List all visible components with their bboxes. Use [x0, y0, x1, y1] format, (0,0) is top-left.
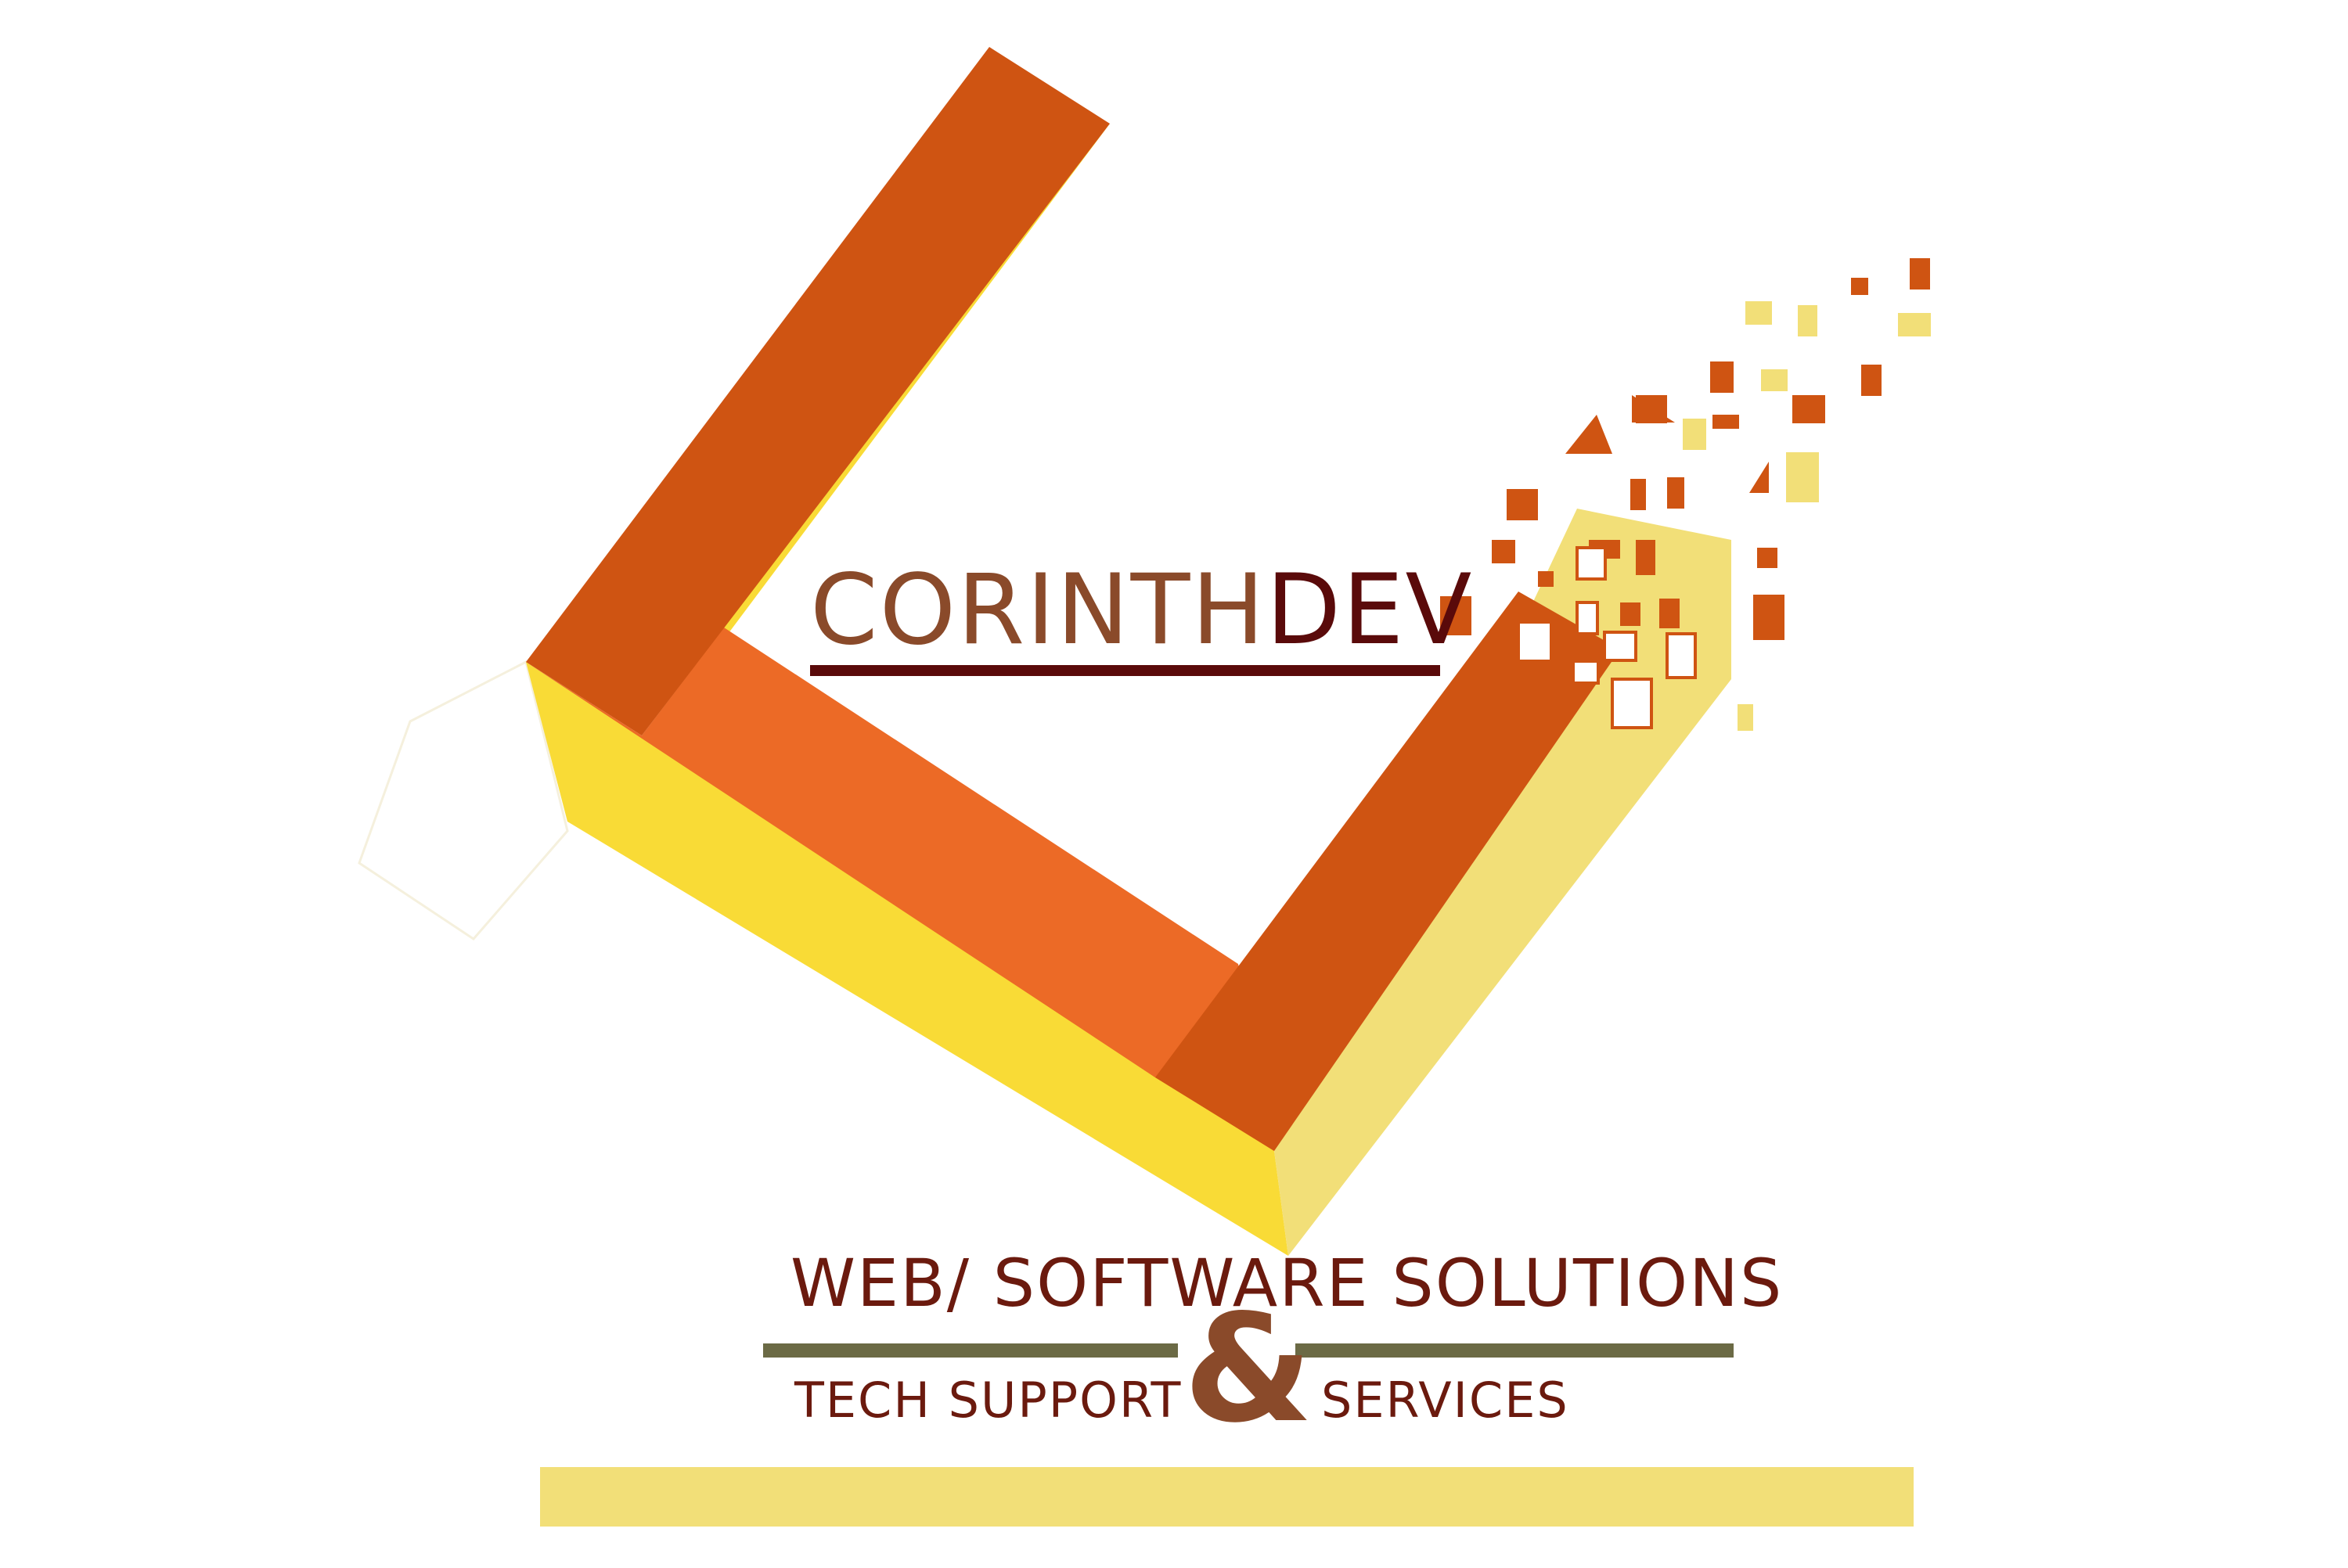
pixel: [1517, 620, 1553, 663]
pixel: [1630, 479, 1646, 510]
pixel: [1786, 452, 1819, 502]
pixel: [1576, 546, 1607, 581]
pixel: [1603, 631, 1637, 662]
pixel: [1675, 692, 1689, 714]
divider-left: [763, 1343, 1178, 1358]
pixel: [1749, 462, 1769, 493]
brand-wordmark: CORINTHDEV: [810, 552, 1473, 669]
pixel: [1683, 419, 1706, 450]
ghost-hexagon: [358, 660, 569, 940]
pixel: [1666, 632, 1697, 679]
pixel: [1659, 599, 1680, 628]
brand-name-corinth: CORINTH: [810, 554, 1266, 667]
pixel: [1572, 660, 1600, 685]
tagline-services: SERVICES: [1321, 1372, 1569, 1429]
pixel: [1710, 361, 1734, 393]
pixel: [1492, 540, 1515, 563]
tagline-tech-support: TECH SUPPORT: [794, 1372, 1183, 1429]
pixel: [1861, 365, 1882, 396]
tagline-web-software: WEB/ SOFTWARE SOLUTIONS: [790, 1245, 1784, 1322]
pixel: [1798, 305, 1817, 336]
pixel-scatter-white: [1517, 546, 1697, 729]
ampersand-glyph: &: [1183, 1282, 1313, 1455]
pixel: [1898, 313, 1931, 336]
pixel: [1611, 678, 1653, 729]
pixel: [1697, 602, 1728, 656]
pixel: [1576, 601, 1599, 635]
pixel: [1792, 395, 1825, 423]
pixel: [1620, 602, 1640, 626]
pixel: [1565, 415, 1612, 454]
pixel: [1632, 395, 1675, 423]
right-arm-face: [1155, 592, 1620, 1151]
pixel-scatter: [1492, 258, 1930, 640]
pixel: [1745, 301, 1772, 325]
wordmark-underline: [810, 665, 1440, 676]
pixel: [1851, 278, 1868, 295]
brand-name-dev: DEV: [1266, 554, 1474, 667]
bottom-band-underside-yellow: [526, 662, 1288, 1256]
pixel: [1507, 489, 1538, 520]
left-arm-face: [526, 47, 1110, 735]
pixel-scatter-pale: [1675, 301, 1931, 731]
bottom-band-top-orange-2: [642, 628, 1238, 1077]
pixel: [1538, 571, 1554, 587]
pixel: [1667, 477, 1684, 509]
bottom-accent-bar: [540, 1467, 1914, 1527]
pixel: [1738, 704, 1753, 731]
pixel: [1636, 540, 1655, 575]
pixel: [1753, 595, 1784, 640]
pixel: [1712, 415, 1739, 429]
pixel: [1910, 258, 1930, 290]
pixel: [1761, 369, 1788, 391]
accent-square: [1440, 596, 1471, 635]
pixel: [1757, 548, 1777, 568]
divider-right: [1295, 1343, 1734, 1358]
